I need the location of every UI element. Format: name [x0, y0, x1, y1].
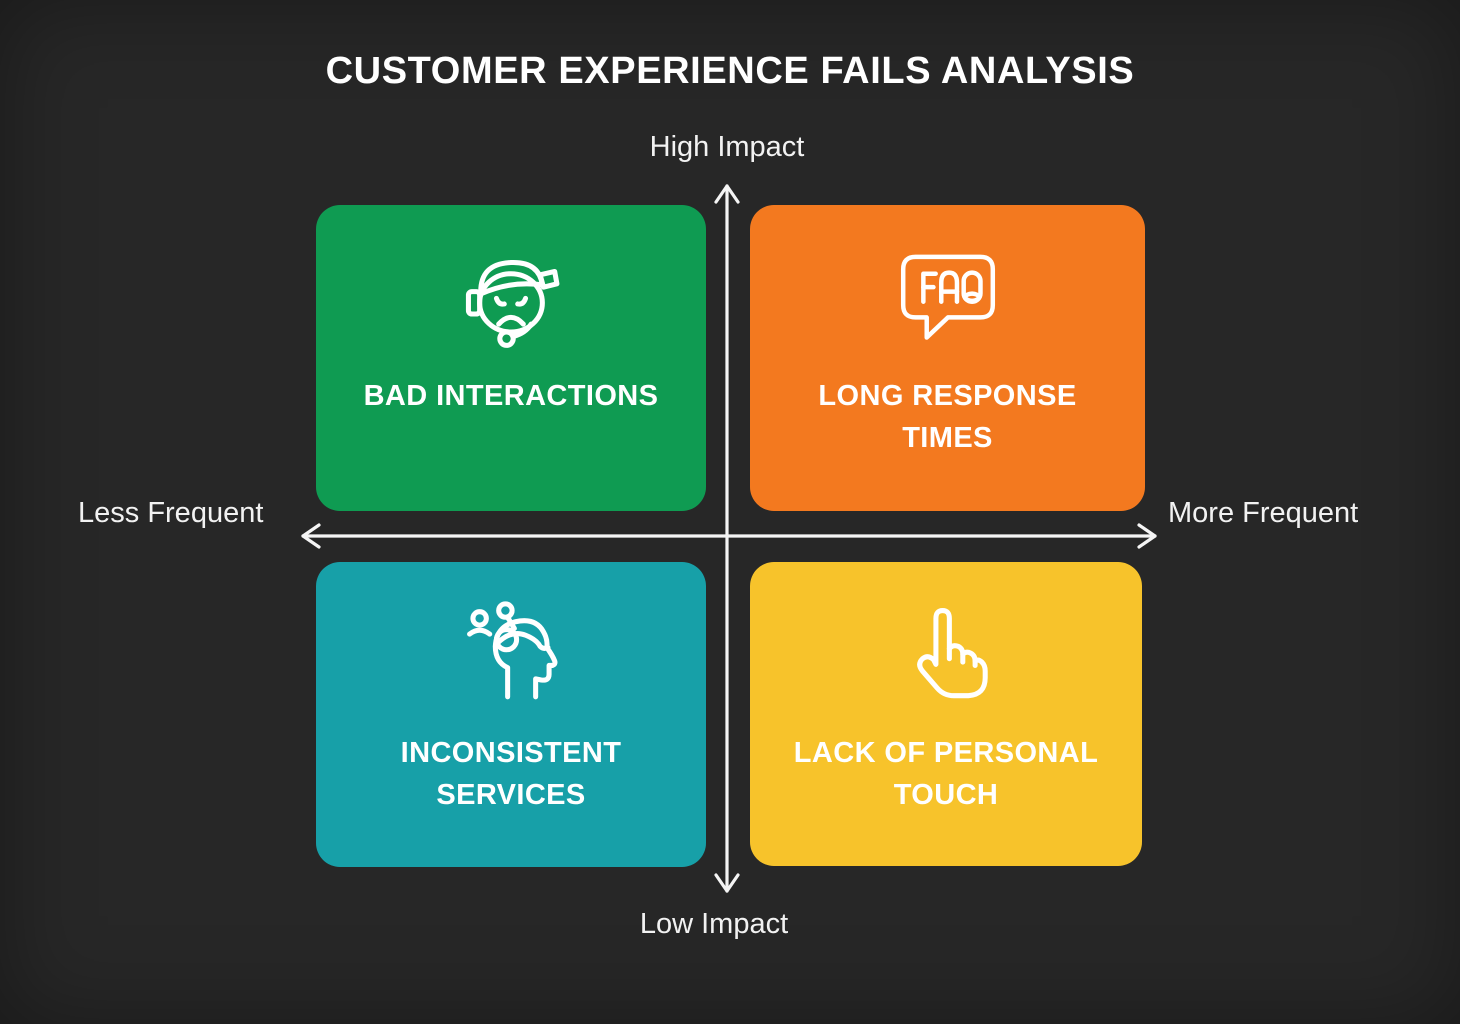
axis-label-less-frequent: Less Frequent — [78, 497, 264, 529]
axis-label-high-impact: High Impact — [649, 131, 805, 163]
axis-label-more-frequent: More Frequent — [1168, 497, 1359, 529]
arrowhead-left-icon — [301, 523, 321, 549]
arrowhead-right-icon — [1137, 523, 1157, 549]
faq-speech-bubble-icon — [892, 239, 1004, 351]
support-agent-sad-icon — [455, 239, 567, 351]
axis-label-low-impact: Low Impact — [639, 908, 789, 940]
arrowhead-down-icon — [714, 873, 740, 893]
quadrant-label: INCONSISTENT SERVICES — [400, 737, 622, 812]
pointing-hand-icon — [890, 596, 1002, 708]
quadrant-lack-of-personal-touch: LACK OF PERSONAL TOUCH — [750, 562, 1142, 866]
quadrant-long-response-times: LONG RESPONSE TIMES — [750, 205, 1145, 511]
quadrant-label: BAD INTERACTIONS — [363, 380, 659, 412]
quadrant-label: LONG RESPONSE TIMES — [818, 380, 1077, 455]
page-title: CUSTOMER EXPERIENCE FAILS ANALYSIS — [325, 50, 1135, 92]
quadrant-bad-interactions: BAD INTERACTIONS — [316, 205, 706, 511]
confused-head-icon — [455, 596, 567, 708]
arrowhead-up-icon — [714, 184, 740, 204]
quadrant-inconsistent-services: INCONSISTENT SERVICES — [316, 562, 706, 867]
quadrant-label: LACK OF PERSONAL TOUCH — [793, 737, 1099, 812]
